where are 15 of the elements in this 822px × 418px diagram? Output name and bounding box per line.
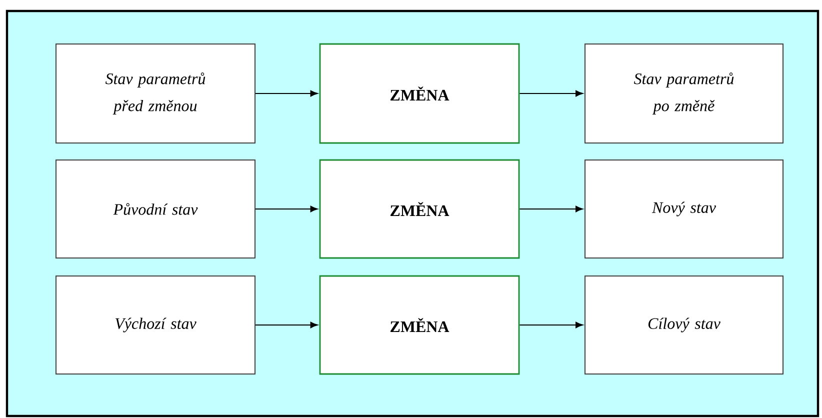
arrow (255, 322, 318, 328)
arrow (255, 206, 318, 212)
arrow (519, 90, 584, 97)
arrow (255, 90, 318, 97)
change-box: ZMĚNA (319, 159, 520, 259)
arrow (519, 206, 584, 212)
state-box: Stav parametrů před změnou (56, 44, 256, 144)
state-box: Cílový stav (584, 276, 784, 374)
state-box: Původní stav (56, 160, 256, 258)
state-box: Nový stav (584, 160, 784, 258)
state-box: Stav parametrů po změně (584, 44, 784, 144)
change-box: ZMĚNA (319, 43, 520, 144)
arrow (519, 322, 584, 328)
state-box: Výchozí stav (56, 276, 256, 374)
change-box: ZMĚNA (319, 275, 520, 375)
